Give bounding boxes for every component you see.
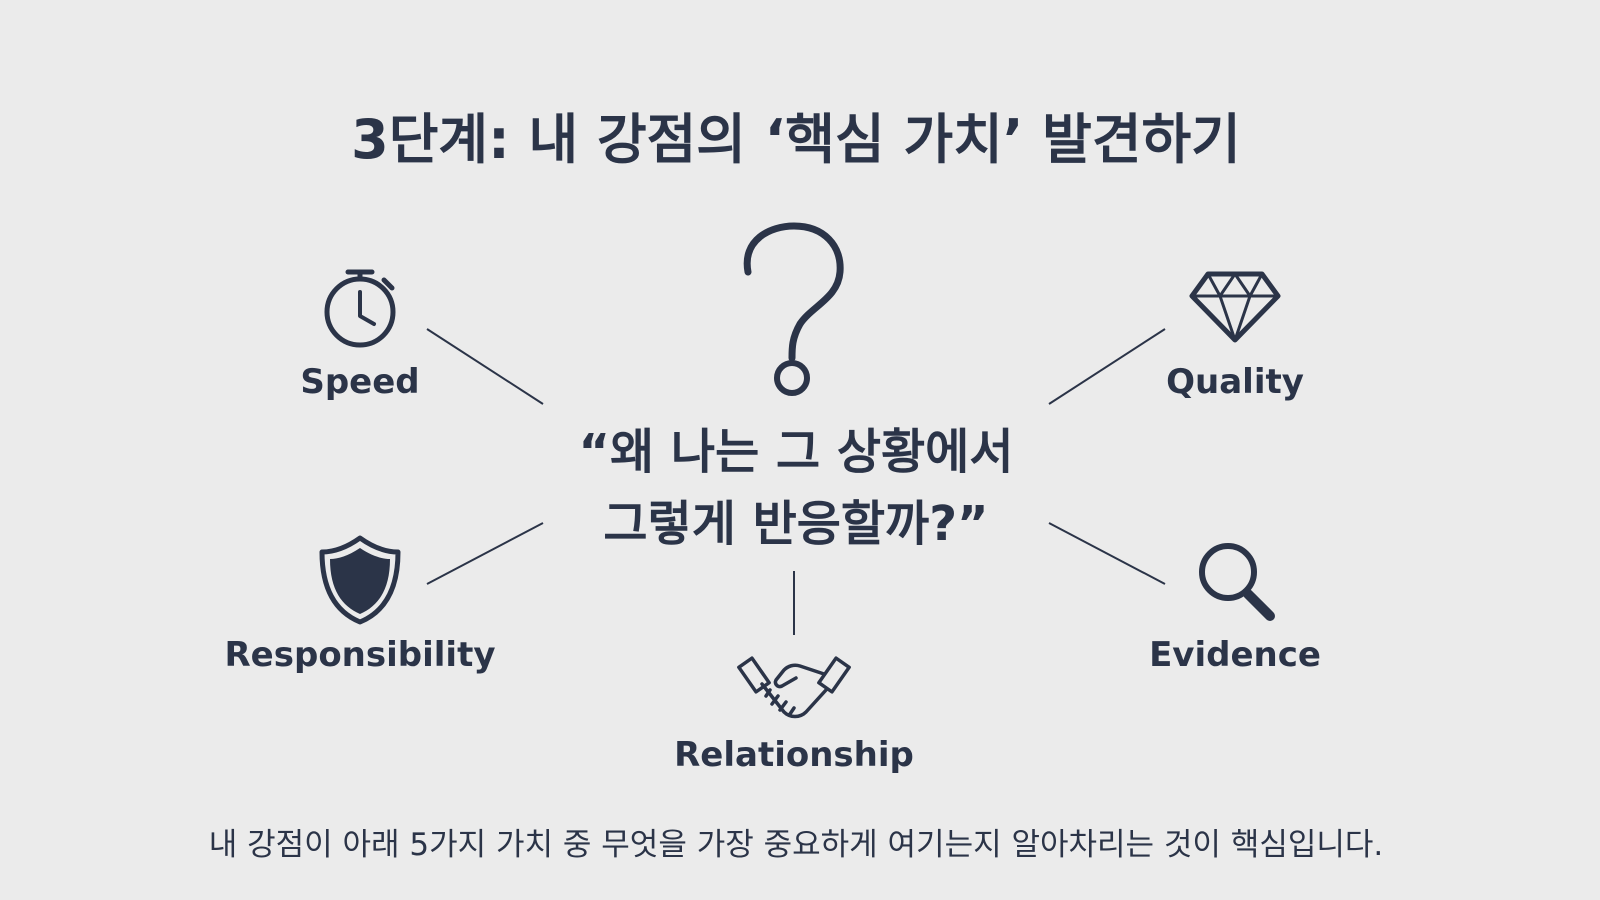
value-label-evidence: Evidence xyxy=(1149,635,1321,675)
value-label-relationship: Relationship xyxy=(674,735,914,775)
value-label-speed: Speed xyxy=(300,362,419,402)
stopwatch-icon xyxy=(324,269,396,348)
handshake-icon xyxy=(737,656,851,719)
shield-icon xyxy=(319,535,401,625)
connector-line-speed xyxy=(426,328,544,405)
slide-title: 3단계: 내 강점의 ‘핵심 가치’ 발견하기 xyxy=(351,108,1241,171)
center-question-line1: “왜 나는 그 상황에서 xyxy=(579,424,1014,480)
connector-line-responsibility xyxy=(426,522,544,585)
connector-line-quality xyxy=(1048,328,1166,405)
footer-note: 내 강점이 아래 5가지 가치 중 무엇을 가장 중요하게 여기는지 알아차리는… xyxy=(209,827,1384,863)
connector-line-evidence xyxy=(1048,522,1166,585)
magnifier-icon xyxy=(1199,543,1275,621)
diamond-icon xyxy=(1189,271,1281,343)
value-label-responsibility: Responsibility xyxy=(225,635,496,675)
question-mark-icon xyxy=(743,222,844,396)
value-label-quality: Quality xyxy=(1166,362,1304,402)
center-question-line2: 그렇게 반응할까?” xyxy=(603,496,988,552)
